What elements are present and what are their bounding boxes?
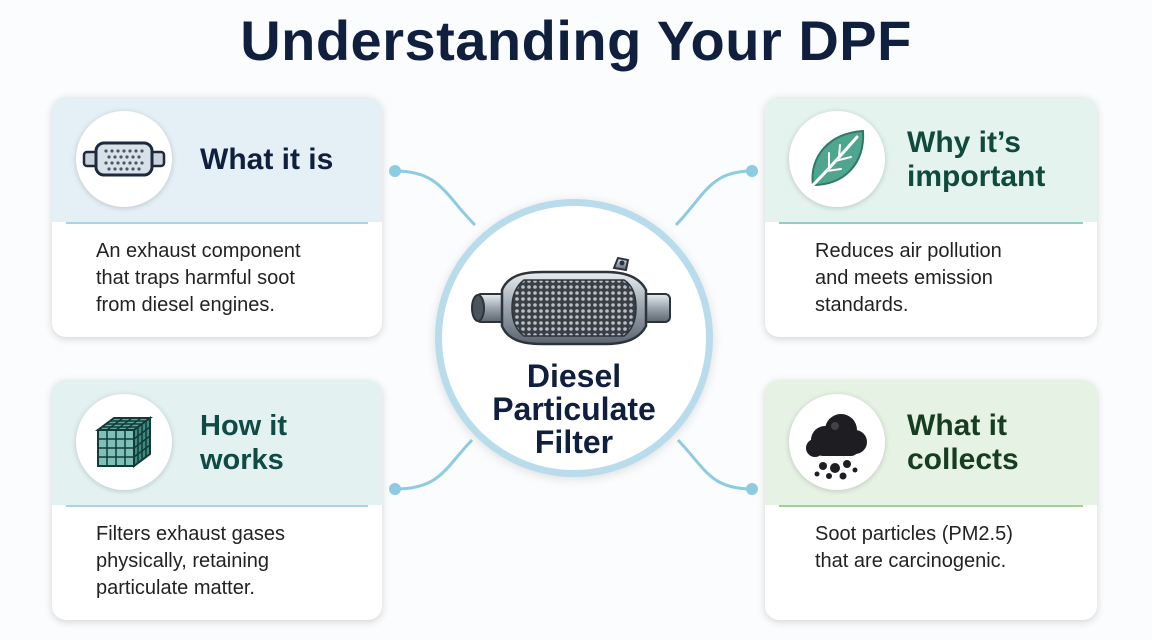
center-label-line: Diesel [526,358,622,394]
card-title-line: important [907,159,1046,193]
card-description: Soot particles (PM2.5) that are carcinog… [815,521,1085,575]
connector-top-right [674,169,753,227]
card-divider [779,222,1083,224]
card-what-it-collects: What it collects Soot particles (PM2.5) … [765,380,1097,620]
card-title-line: Why it’s [907,125,1021,159]
card-description: An exhaust component that traps harmful … [96,238,366,319]
leaf-icon [811,129,865,187]
description-line: that traps harmful soot [96,267,295,289]
card-description: Filters exhaust gases physically, retain… [96,521,366,602]
icon-badge [76,394,172,490]
card-divider [66,505,368,507]
card-title-line: What it [907,408,1007,442]
page-title: Understanding Your DPF [240,9,912,72]
card-title-line: collects [907,442,1019,476]
connector-bottom-right [676,438,753,491]
description-line: from diesel engines. [96,294,275,316]
soot-cloud-icon [806,414,867,480]
description-line: physically, retaining [96,550,270,572]
center-label: Diesel Particulate Filter [442,360,706,459]
honeycomb-cube-icon [95,416,153,468]
center-hub: Diesel Particulate Filter [435,199,713,477]
description-line: particulate matter. [96,577,255,599]
connector-dot-bottom-left [389,483,401,495]
card-why-important: Why it’s important Reduces air pollution… [765,97,1097,337]
card-how-it-works: How it works Filters exhaust gases physi… [52,380,382,620]
dpf-canister-icon [471,256,671,346]
card-divider [779,505,1083,507]
card-title: How it works [200,409,287,476]
description-line: Reduces air pollution [815,240,1002,262]
connector-dot-top-right [746,165,758,177]
card-divider [66,222,368,224]
center-label-line: Particulate [492,391,656,427]
dpf-filter-icon [82,141,166,177]
center-label-line: Filter [534,424,614,460]
connector-bottom-left [394,438,474,491]
description-line: Filters exhaust gases [96,523,285,545]
connector-dot-bottom-right [746,483,758,495]
card-title: What it collects [907,380,1077,505]
card-what-it-is: What it is An exhaust component that tra… [52,97,382,337]
icon-badge [789,111,885,207]
description-line: that are carcinogenic. [815,550,1007,572]
card-description: Reduces air pollution and meets emission… [815,238,1085,319]
connector-dot-top-left [389,165,401,177]
icon-badge [789,394,885,490]
description-line: standards. [815,294,909,316]
card-title: Why it’s important [907,97,1077,222]
description-line: Soot particles (PM2.5) [815,523,1013,545]
icon-badge [76,111,172,207]
card-title: What it is [200,142,334,176]
description-line: and meets emission [815,267,993,289]
description-line: An exhaust component [96,240,301,262]
connector-top-left [394,169,477,227]
